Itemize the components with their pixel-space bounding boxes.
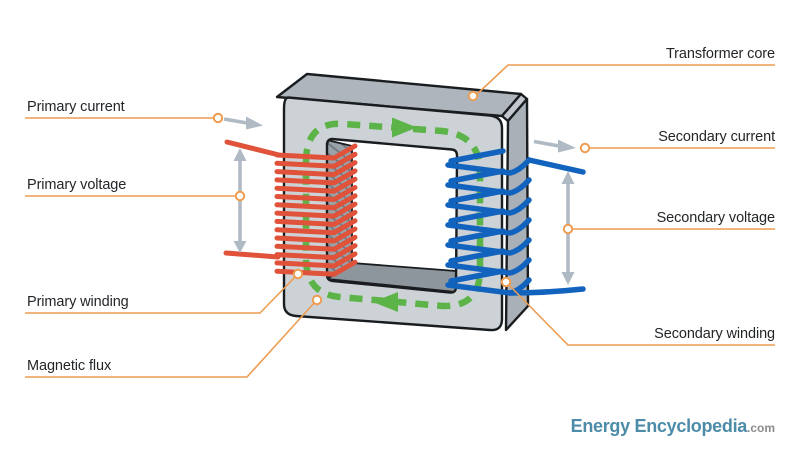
winding-turn: [445, 237, 532, 256]
primary-voltage-arrow-up-icon: [233, 148, 247, 161]
winding-turn: [448, 188, 506, 204]
flux-arrow-left-icon: [373, 292, 398, 312]
label-magnetic-flux: Magnetic flux: [27, 358, 112, 374]
logo-brand-text: Energy Encyclopedia: [571, 416, 749, 436]
core-front-face: [282, 96, 504, 332]
winding-turn: [445, 157, 532, 176]
dot-primary-voltage: [234, 190, 246, 202]
leader-connector-dots: [212, 90, 591, 306]
dot-secondary-winding: [500, 276, 512, 288]
winding-turn: [274, 168, 358, 186]
winding-turn: [274, 160, 358, 178]
winding-turn: [274, 201, 358, 219]
current-voltage-arrows: [223, 116, 576, 285]
dot-transformer-core: [467, 90, 479, 102]
secondary-current-arrow-shaft: [533, 139, 560, 148]
dot-primary-winding: [292, 268, 304, 280]
winding-turn: [448, 148, 506, 164]
winding-turn: [274, 226, 358, 244]
label-secondary-voltage: Secondary voltage: [657, 210, 775, 226]
logo: Energy Encyclopedia.com: [571, 416, 775, 436]
dot-secondary-voltage: [562, 223, 574, 235]
winding-turn: [448, 208, 506, 224]
primary-lead-bottom: [223, 250, 281, 260]
label-secondary-current: Secondary current: [658, 129, 775, 145]
leader-primary-winding: [25, 275, 297, 314]
dot-secondary-current: [579, 142, 591, 154]
primary-voltage-arrow-down-icon: [233, 241, 247, 253]
winding-turn: [445, 197, 532, 216]
winding-turn: [448, 248, 506, 264]
label-primary-voltage: Primary voltage: [27, 177, 126, 193]
primary-lead-top: [224, 139, 282, 158]
primary-winding-coil: [274, 143, 358, 277]
winding-turn: [448, 228, 506, 244]
flux-dashed-path: [302, 120, 484, 310]
winding-turn: [448, 268, 506, 284]
winding-turn: [274, 143, 358, 161]
label-transformer-core: Transformer core: [666, 46, 775, 62]
leader-transformer-core: [474, 64, 775, 97]
label-primary-winding: Primary winding: [27, 294, 129, 310]
winding-turn: [274, 176, 358, 194]
label-secondary-winding: Secondary winding: [654, 326, 775, 342]
primary-current-arrow-icon: [246, 116, 263, 130]
diagram-labels: Primary current Primary voltage Primary …: [27, 46, 775, 374]
leader-lines: [25, 64, 775, 378]
primary-current-arrow-shaft: [223, 117, 248, 125]
winding-turn: [274, 234, 358, 252]
winding-turn: [274, 218, 358, 236]
secondary-voltage-arrow-up-icon: [561, 171, 575, 184]
logo-suffix-text: .com: [747, 421, 775, 435]
secondary-voltage-arrow-down-icon: [561, 272, 575, 285]
flux-arrow-right-icon: [392, 117, 417, 138]
winding-turn: [274, 243, 358, 261]
winding-turn: [445, 177, 532, 196]
winding-turn: [274, 209, 358, 227]
winding-turn: [274, 251, 358, 269]
winding-turn: [445, 217, 532, 236]
winding-turn: [274, 185, 358, 202]
winding-turn: [445, 257, 532, 276]
leader-magnetic-flux: [25, 301, 316, 378]
dot-primary-current: [212, 112, 224, 124]
secondary-current-arrow-icon: [558, 139, 576, 153]
winding-turn: [448, 168, 506, 184]
winding-turn: [274, 151, 358, 169]
dot-magnetic-flux: [311, 294, 323, 306]
leader-secondary-winding: [507, 283, 775, 346]
label-primary-current: Primary current: [27, 99, 125, 115]
winding-turn: [274, 193, 358, 211]
secondary-lead-top: [526, 157, 586, 175]
magnetic-flux-loop: [302, 117, 484, 312]
